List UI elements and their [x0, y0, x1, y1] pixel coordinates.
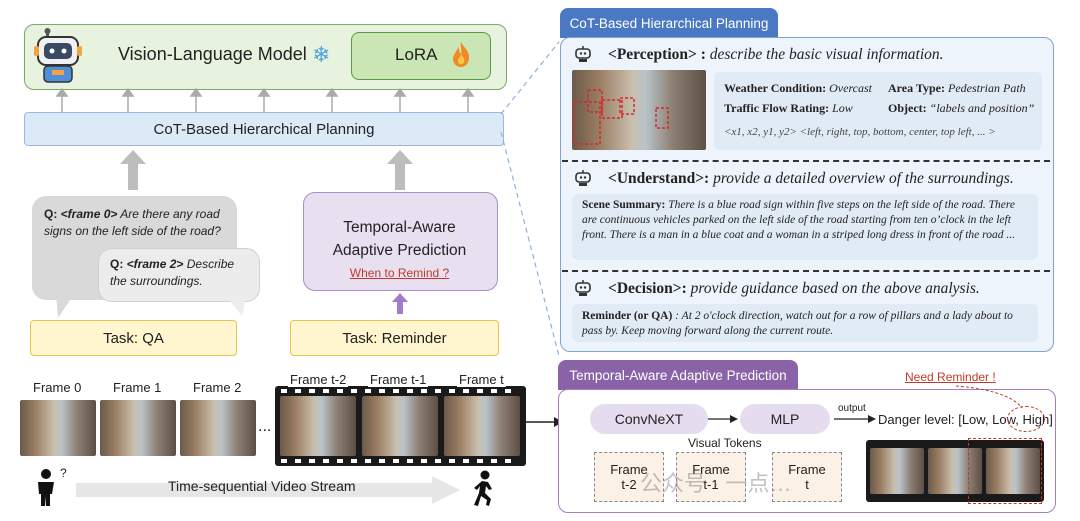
frame-t-2-thumbnail [280, 396, 356, 456]
qa-question-1: Q: <frame 0> Are there any road signs on… [44, 207, 221, 238]
mini-highlight-box [968, 438, 1042, 504]
frame-1-label: Frame 1 [113, 380, 162, 395]
frame-0-label: Frame 0 [33, 380, 82, 395]
film-perforations [281, 389, 511, 463]
need-reminder-label: Need Reminder ! [905, 370, 996, 384]
detection-boxes [573, 89, 669, 145]
perception-heading: <Perception> : describe the basic visual… [608, 46, 944, 63]
vlm-title: Vision-Language Model [118, 44, 307, 64]
temporal-panel-tab: Temporal-Aware Adaptive Prediction [558, 360, 798, 390]
perception-info-box [714, 72, 1042, 150]
qa-bubble-2 [98, 248, 260, 302]
watermark: 公众号 · 一点… [640, 471, 792, 496]
robot-icon [34, 28, 82, 83]
need-reminder-pointer [955, 385, 1023, 409]
convnext-block: ConvNeXT [590, 404, 708, 434]
coords-line: <x1, x2, y1, y2> <left, right, top, bott… [724, 126, 996, 138]
perception-image [572, 70, 706, 150]
divider-2 [562, 270, 1050, 272]
robot-small-icon [575, 46, 591, 62]
cot-bar-label: CoT-Based Hierarchical Planning [153, 120, 375, 138]
person-walking-icon [474, 470, 492, 506]
person-standing-icon [38, 469, 54, 506]
mini-frame-2 [928, 448, 982, 494]
lora-label: LoRA [395, 45, 438, 64]
up-arrows [55, 88, 475, 112]
high-circle [1007, 406, 1045, 432]
reminder-box [572, 304, 1038, 342]
cot-planning-bar: CoT-Based Hierarchical Planning [24, 112, 504, 146]
ellipsis: ... [258, 418, 272, 435]
task-reminder-box: Task: Reminder [290, 320, 499, 356]
bubble-2-tail [226, 296, 246, 316]
frame-t-thumbnail [444, 396, 520, 456]
decision-heading: <Decision>: provide guidance based on th… [608, 280, 980, 297]
scene-summary-box [572, 194, 1038, 260]
time-arrow [76, 476, 460, 504]
mini-frame-3 [986, 448, 1040, 494]
bubble-1-tail [56, 294, 74, 318]
frame-t-1-label: Frame t-1 [368, 372, 429, 387]
cot-panel-tab: CoT-Based Hierarchical Planning [560, 8, 778, 38]
frame-1-thumbnail [100, 400, 176, 456]
arrow-up-reminder [387, 150, 413, 190]
stream-label: Time-sequential Video Stream [168, 478, 356, 494]
temporal-aware-box [303, 192, 498, 291]
arrow-up-purple [392, 293, 408, 314]
frame-2-label: Frame 2 [193, 380, 242, 395]
arrow-convnext-mlp [708, 415, 738, 423]
frame-2-thumbnail [180, 400, 256, 456]
arrow-mlp-output [834, 415, 876, 423]
reminder-text: Reminder (or QA) : At 2 o'clock directio… [582, 310, 1013, 337]
output-label: output [838, 403, 866, 414]
weather-condition: Weather Condition: Overcast [724, 81, 872, 95]
divider-1 [562, 160, 1050, 162]
temporal-title: Temporal-Aware Adaptive Prediction [332, 219, 467, 259]
frame-t-2-label: Frame t-2 [288, 372, 349, 387]
mini-frame-1 [870, 448, 924, 494]
object-field: Object: “labels and position” [888, 101, 1035, 115]
qa-question-2: Q: <frame 2> Describe the surroundings. [110, 257, 235, 288]
visual-tokens-label: Visual Tokens [688, 436, 762, 450]
understand-heading: <Understand>: provide a detailed overvie… [608, 170, 1014, 187]
robot-small-icon-2 [575, 170, 591, 186]
frame-0-thumbnail [20, 400, 96, 456]
task-qa-box: Task: QA [30, 320, 237, 356]
frame-t-label: Frame t [457, 372, 506, 387]
fire-icon [453, 42, 470, 67]
question-mark: ? [60, 466, 67, 480]
area-type: Area Type: Pedestrian Path [888, 81, 1026, 95]
connector-dashes [500, 41, 560, 357]
snowflake-icon: ❄ [312, 42, 331, 67]
robot-small-icon-3 [575, 280, 591, 296]
scene-summary: Scene Summary: There is a blue road sign… [582, 199, 1016, 241]
traffic-flow-rating: Traffic Flow Rating: Low [724, 101, 853, 115]
arrow-up-qa [120, 150, 146, 190]
when-to-remind-label: When to Remind ? [349, 266, 450, 280]
frame-t-1-thumbnail [362, 396, 438, 456]
mlp-block: MLP [740, 404, 830, 434]
